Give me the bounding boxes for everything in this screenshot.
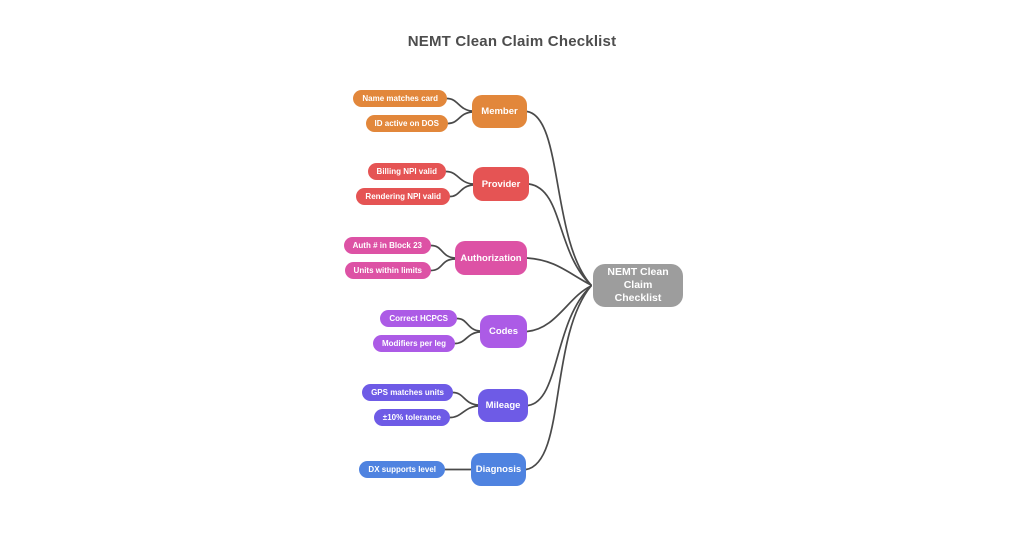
leaf-node-id-active-on-dos: ID active on DOS [365, 115, 448, 132]
edge-group [430, 97, 592, 471]
branch-node-diagnosis: Diagnosis [471, 453, 526, 486]
edge-provider-leaf-0 [445, 170, 474, 185]
edge-mileage-leaf-0 [452, 391, 479, 406]
branch-node-authorization: Authorization [455, 241, 527, 275]
diagram-title: NEMT Clean Claim Checklist [407, 33, 617, 50]
leaf-node-billing-npi-valid: Billing NPI valid [367, 163, 446, 180]
leaf-node-units-within-limits: Units within limits [344, 262, 431, 279]
branch-node-codes: Codes [480, 315, 527, 348]
leaf-node-name-matches-card: Name matches card [353, 90, 447, 107]
leaf-node-auth-in-block-23: Auth # in Block 23 [343, 237, 431, 254]
branch-node-mileage: Mileage [478, 389, 528, 422]
root-node: NEMT Clean Claim Checklist [593, 264, 683, 307]
edge-diagnosis-root [525, 285, 592, 471]
leaf-node-modifiers-per-leg: Modifiers per leg [372, 335, 455, 352]
edge-codes-leaf-0 [456, 317, 481, 332]
edge-provider-leaf-1 [449, 184, 474, 198]
edge-auth-root [526, 257, 592, 286]
edge-auth-leaf-0 [430, 244, 456, 259]
edge-codes-leaf-1 [454, 331, 481, 345]
branch-node-provider: Provider [473, 167, 529, 201]
edge-auth-leaf-1 [430, 258, 456, 272]
leaf-node-dx-supports-level: DX supports level [359, 461, 445, 478]
leaf-node-rendering-npi-valid: Rendering NPI valid [356, 188, 450, 205]
edge-provider-root [528, 183, 592, 286]
branch-node-member: Member [472, 95, 527, 128]
edge-member-leaf-0 [446, 97, 473, 112]
edge-mileage-root [527, 285, 592, 407]
edge-member-root [526, 110, 592, 286]
leaf-node-tolerance: ±10% tolerance [373, 409, 450, 426]
edge-member-leaf-1 [447, 111, 473, 125]
edge-mileage-leaf-1 [449, 405, 479, 419]
edge-codes-root [526, 285, 592, 333]
leaf-node-correct-hcpcs: Correct HCPCS [380, 310, 457, 327]
leaf-node-gps-matches-units: GPS matches units [362, 384, 453, 401]
